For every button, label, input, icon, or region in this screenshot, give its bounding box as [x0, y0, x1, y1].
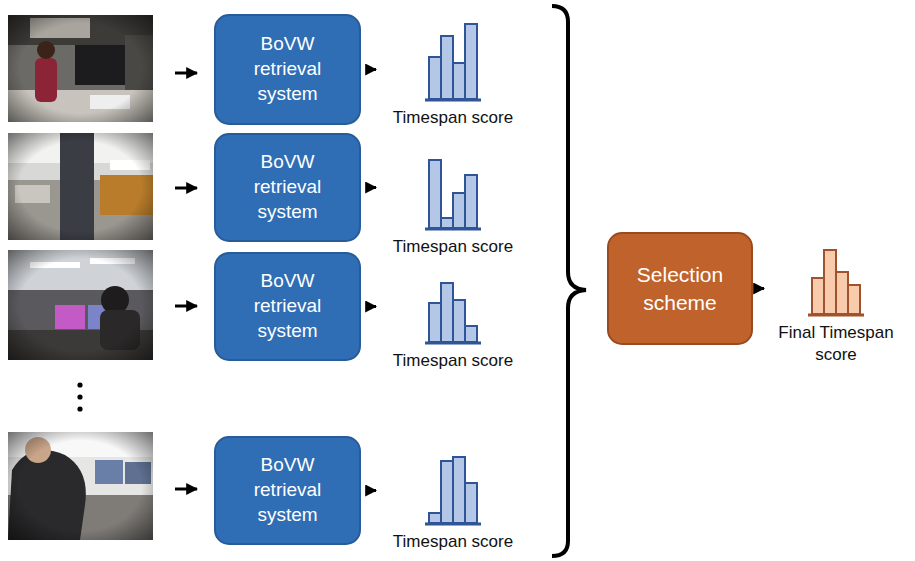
camera-photo	[8, 250, 153, 360]
camera-photo	[8, 15, 153, 122]
camera-photo	[8, 432, 153, 540]
flow-arrow	[369, 186, 376, 189]
input-arrow	[175, 73, 197, 489]
flow-arrow	[369, 305, 376, 308]
score-histogram: Final Timespan score	[766, 248, 906, 366]
score-histogram: Timespan score	[378, 158, 528, 258]
histogram	[424, 455, 482, 526]
histogram-label: Timespan score	[378, 236, 528, 258]
box-label: BoVW retrieval system	[216, 265, 359, 347]
histogram-label: Final Timespan score	[766, 322, 906, 366]
camera-photo	[8, 133, 153, 240]
histogram-label: Timespan score	[378, 107, 528, 129]
histogram	[424, 22, 482, 102]
flow-arrow	[369, 489, 376, 492]
box-label: Selection scheme	[609, 257, 751, 320]
score-histogram: Timespan score	[378, 455, 528, 553]
box-label: BoVW retrieval system	[216, 449, 359, 531]
score-histogram: Timespan score	[378, 281, 528, 372]
process-box: BoVW retrieval system	[214, 436, 361, 545]
histogram	[424, 158, 482, 231]
process-box: BoVW retrieval system	[214, 133, 361, 242]
histogram	[424, 281, 482, 345]
box-label: BoVW retrieval system	[216, 146, 359, 228]
histogram	[807, 248, 865, 317]
score-histogram: Timespan score	[378, 22, 528, 129]
process-box: BoVW retrieval system	[214, 14, 361, 125]
process-box: Selection scheme	[607, 232, 753, 345]
ellipsis-dots	[77, 382, 82, 411]
process-box: BoVW retrieval system	[214, 252, 361, 361]
histogram-label: Timespan score	[378, 531, 528, 553]
box-label: BoVW retrieval system	[216, 28, 359, 110]
histogram-label: Timespan score	[378, 350, 528, 372]
curly-brace	[552, 6, 586, 556]
flow-arrow	[369, 68, 376, 71]
flow-arrow	[761, 287, 764, 290]
